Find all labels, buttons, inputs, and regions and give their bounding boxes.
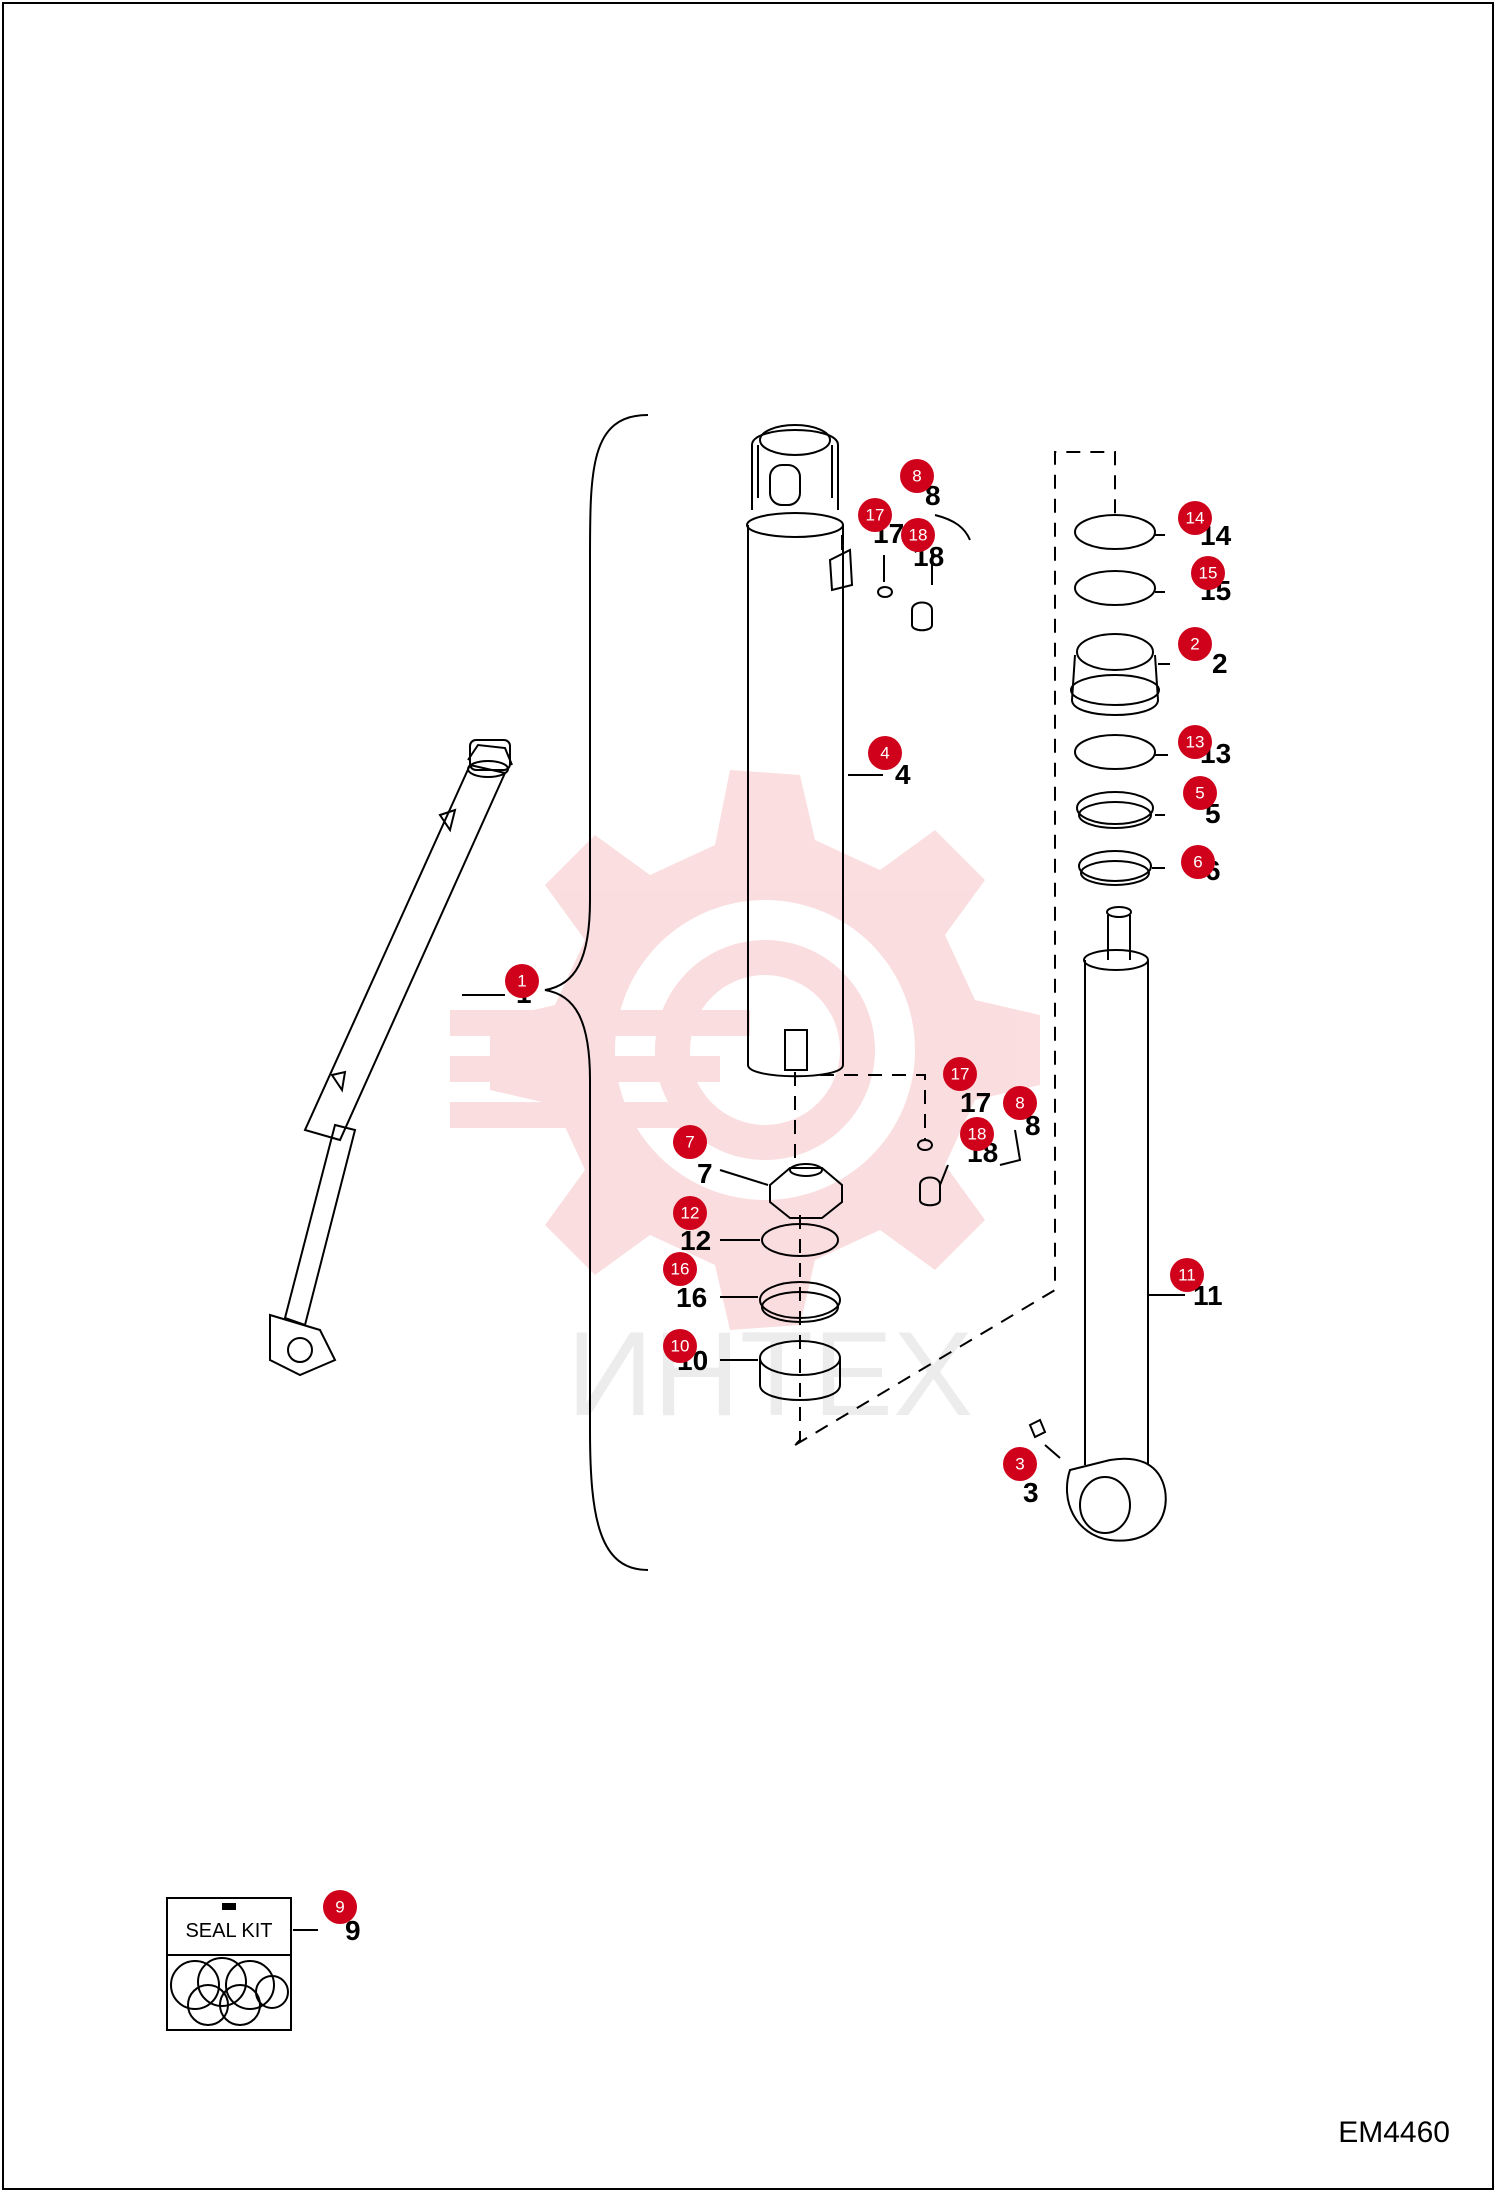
part-number-16: 16 bbox=[676, 1282, 707, 1313]
seal-kit-label: SEAL KIT bbox=[185, 1920, 272, 1942]
part-number-17-lower: 17 bbox=[960, 1087, 991, 1118]
part-number-8-lower: 8 bbox=[1025, 1110, 1041, 1141]
callout-badge-5[interactable]: 5 bbox=[1183, 776, 1217, 810]
seal-kit-part-number: 9 bbox=[345, 1915, 361, 1946]
piston-rod bbox=[1028, 906, 1167, 1542]
callout-badge-13[interactable]: 13 bbox=[1178, 725, 1212, 759]
callout-badge-11[interactable]: 11 bbox=[1170, 1258, 1204, 1292]
svg-text:15: 15 bbox=[1199, 564, 1218, 583]
part-number-12: 12 bbox=[680, 1225, 711, 1256]
seal-kit: SEAL KIT 9 bbox=[166, 1897, 361, 2031]
callout-badge-15[interactable]: 15 bbox=[1191, 556, 1225, 590]
svg-text:2: 2 bbox=[1190, 635, 1199, 654]
svg-text:12: 12 bbox=[681, 1204, 700, 1223]
svg-text:13: 13 bbox=[1186, 733, 1205, 752]
callout-badge-14[interactable]: 14 bbox=[1178, 501, 1212, 535]
callout-badge-2[interactable]: 2 bbox=[1178, 627, 1212, 661]
svg-text:6: 6 bbox=[1193, 853, 1202, 872]
callout-badge-18-lower[interactable]: 18 bbox=[960, 1117, 994, 1151]
callout-badge-17-upper[interactable]: 17 bbox=[858, 498, 892, 532]
assembly-paths bbox=[794, 451, 1116, 1446]
callout-badge-8-upper[interactable]: 8 bbox=[900, 459, 934, 493]
svg-text:17: 17 bbox=[951, 1065, 970, 1084]
callout-badge-9[interactable]: 9 bbox=[323, 1890, 357, 1924]
part-number-2: 2 bbox=[1212, 648, 1228, 679]
svg-text:1: 1 bbox=[517, 972, 526, 991]
svg-text:16: 16 bbox=[671, 1260, 690, 1279]
svg-text:14: 14 bbox=[1186, 509, 1205, 528]
svg-text:7: 7 bbox=[685, 1133, 694, 1152]
callout-badge-10[interactable]: 10 bbox=[663, 1329, 697, 1363]
assembly-bracket bbox=[544, 414, 649, 1571]
seal-stack-right bbox=[1070, 514, 1160, 886]
svg-text:8: 8 bbox=[912, 467, 921, 486]
callout-badge-12[interactable]: 12 bbox=[673, 1196, 707, 1230]
watermark-text: ИНТЕХ bbox=[567, 1307, 973, 1441]
svg-text:4: 4 bbox=[880, 744, 889, 763]
part-number-7: 7 bbox=[697, 1158, 713, 1189]
part-number-3: 3 bbox=[1023, 1477, 1039, 1508]
fittings bbox=[877, 514, 971, 1207]
watermark: ИНТЕХ bbox=[450, 770, 1040, 1441]
seal-kit-rings-icon bbox=[170, 1957, 289, 2026]
seal-kit-box bbox=[166, 1897, 292, 2031]
svg-text:9: 9 bbox=[335, 1898, 344, 1917]
svg-text:5: 5 bbox=[1195, 784, 1204, 803]
svg-text:18: 18 bbox=[909, 526, 928, 545]
callout-badge-16[interactable]: 16 bbox=[663, 1252, 697, 1286]
callout-badge-8-lower[interactable]: 8 bbox=[1003, 1086, 1037, 1120]
svg-text:3: 3 bbox=[1015, 1455, 1024, 1474]
callout-badge-7[interactable]: 7 bbox=[673, 1125, 707, 1159]
drawing-id: EM4460 bbox=[1338, 2116, 1450, 2149]
watermark-gear-icon bbox=[450, 770, 1040, 1330]
svg-text:11: 11 bbox=[1178, 1266, 1196, 1285]
svg-text:18: 18 bbox=[968, 1125, 987, 1144]
svg-text:17: 17 bbox=[866, 506, 885, 525]
callout-badge-1[interactable]: 1 bbox=[505, 964, 539, 998]
svg-text:8: 8 bbox=[1015, 1094, 1024, 1113]
callout-badges: 1 2 3 4 5 6 7 8 8 9 10 11 12 13 14 15 16… bbox=[323, 459, 1225, 1924]
callout-badge-3[interactable]: 3 bbox=[1003, 1447, 1037, 1481]
barrel bbox=[746, 424, 854, 1078]
svg-text:10: 10 bbox=[671, 1337, 690, 1356]
assembled-cylinder bbox=[269, 739, 513, 1377]
leader-lines bbox=[293, 534, 1185, 1931]
callout-badge-18-upper[interactable]: 18 bbox=[901, 518, 935, 552]
part-number-4: 4 bbox=[895, 759, 911, 790]
callout-badge-4[interactable]: 4 bbox=[868, 736, 902, 770]
callout-badge-17-lower[interactable]: 17 bbox=[943, 1057, 977, 1091]
callout-badge-6[interactable]: 6 bbox=[1181, 845, 1215, 879]
